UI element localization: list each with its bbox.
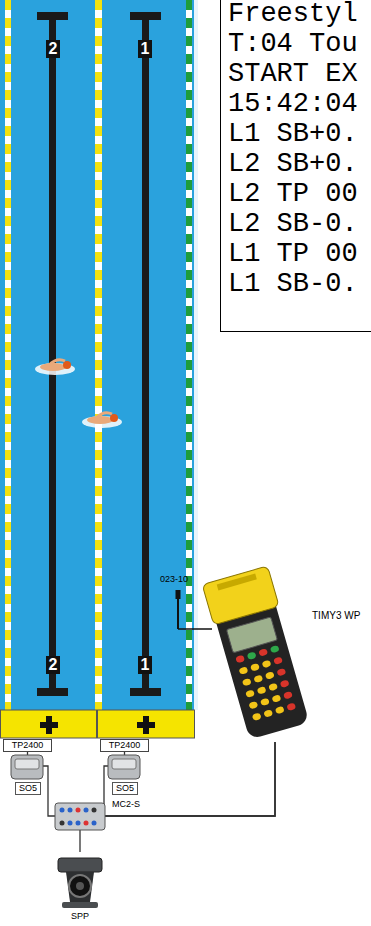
start-device-drawing: [58, 858, 102, 908]
lane-band: 22: [12, 0, 94, 710]
touchpad: [1, 710, 195, 738]
lane-band: 11: [104, 0, 185, 710]
antenna-label: 023-10: [160, 574, 188, 585]
pool: [0, 0, 198, 710]
touchpad-tag: TP2400: [100, 739, 149, 752]
swimmer: [82, 413, 122, 428]
printout-line: L1 SB-0.: [228, 269, 371, 299]
connector-label: SO5: [112, 782, 138, 795]
printout-line: 15:42:04: [228, 89, 371, 119]
lane-number: 1: [138, 40, 153, 58]
lane-number: 2: [46, 656, 61, 674]
lane-number: 1: [138, 656, 153, 674]
cable: [80, 742, 275, 852]
start-device: SPP: [50, 852, 110, 922]
printout-line: L2 SB+0.: [228, 149, 371, 179]
printout-strip: FreestylT:04 TouSTART EX15:42:04L1 SB+0.…: [220, 0, 371, 332]
timer-device-outline: [200, 560, 369, 742]
printout-line: L2 SB-0.: [228, 209, 371, 239]
printout-line: Freestyl: [228, 0, 371, 29]
printout-line: L1 SB+0.: [228, 119, 371, 149]
timer-device: TIMY3 WP: [200, 560, 369, 742]
swimmer: [35, 360, 75, 375]
device-label: TIMY3 WP: [312, 610, 360, 622]
timer-device-drawing: [202, 566, 312, 740]
cable: [104, 742, 275, 816]
junction-box: [55, 803, 105, 830]
printout-line: L2 TP 00: [228, 179, 371, 209]
touchpad-tag: TP2400: [3, 739, 52, 752]
connector-label: SO5: [15, 782, 41, 795]
device-label: TP2400: [101, 740, 148, 751]
printout-line: START EX: [228, 59, 371, 89]
cable: [28, 742, 276, 816]
cable-label: MC2-S: [112, 799, 140, 810]
lane-number: 2: [46, 40, 61, 58]
so5-connector: [11, 755, 140, 779]
device-label: SPP: [50, 911, 110, 922]
printout-line: L1 TP 00: [228, 239, 371, 269]
printout-line: T:04 Tou: [228, 29, 371, 59]
device-label: TP2400: [4, 740, 51, 751]
lane-center-line: [37, 12, 161, 696]
